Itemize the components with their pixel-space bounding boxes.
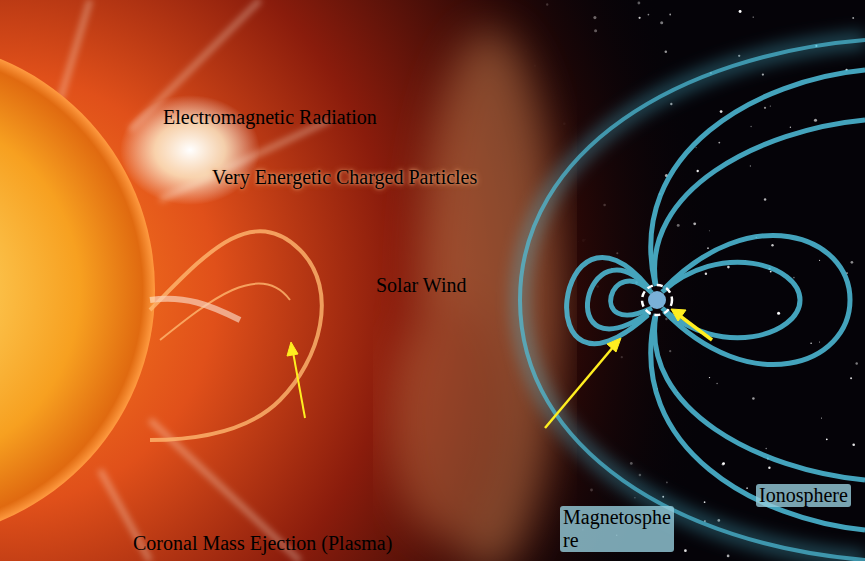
ionosphere-ring — [642, 285, 672, 315]
arrowhead — [671, 309, 686, 321]
particles-label: Very Energetic Charged Particles — [212, 166, 610, 189]
coronal-mass-ejection — [150, 231, 322, 440]
leader-line — [680, 316, 712, 340]
ionosphere-label: Ionosphere — [756, 484, 851, 507]
solar-wind-label: Solar Wind — [376, 274, 467, 297]
earth — [648, 291, 666, 309]
leader-line — [545, 346, 614, 428]
radiation-label: Electromagnetic Radiation — [163, 106, 377, 129]
magnetosphere — [520, 40, 865, 560]
sun — [0, 40, 155, 540]
arrowhead — [287, 342, 298, 356]
cme-label: Coronal Mass Ejection (Plasma) — [133, 532, 392, 555]
arrowhead — [607, 338, 621, 352]
leader-line — [293, 352, 305, 418]
magnetosphere-label: Magnetosphere — [560, 506, 674, 552]
leader-arrows — [287, 309, 712, 428]
